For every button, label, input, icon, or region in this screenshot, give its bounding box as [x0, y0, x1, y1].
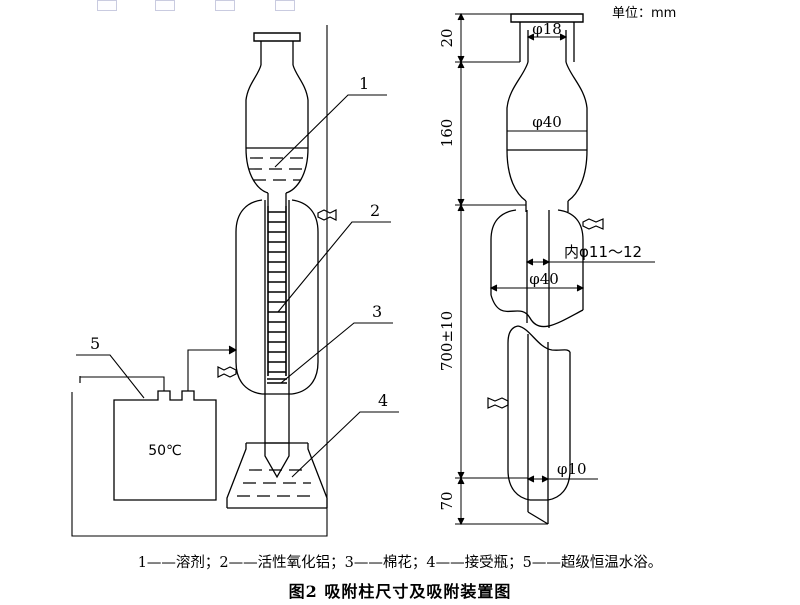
toolbar-icon-4[interactable] [275, 0, 295, 11]
dim-drawing-inner-tube-lower [527, 334, 549, 478]
dimension-inner-phi [525, 258, 655, 266]
dim-label-70: 70 [438, 491, 456, 510]
figure-title: 图2 吸附柱尺寸及吸附装置图 [288, 582, 512, 601]
bath-circulation-tubing [79, 345, 238, 391]
callout-leaders [76, 94, 399, 478]
bath-temperature-label-group: 50℃ [148, 443, 182, 459]
callout-leader-4 [291, 411, 399, 478]
dim-drawing-bulb [506, 61, 588, 202]
bench-outline [71, 25, 328, 537]
jacket-outlet-nipple [217, 366, 237, 378]
callout-number-3: 3 [372, 302, 382, 321]
dim-label-phi18: φ18 [532, 20, 562, 38]
callout-leader-1 [274, 94, 387, 168]
dim-label-phi10: φ10 [557, 460, 587, 478]
dim-drawing-inner-tube-upper [526, 210, 550, 328]
callout-leader-3 [280, 322, 393, 384]
reservoir-stem [267, 193, 287, 206]
callout-number-2: 2 [370, 201, 380, 220]
dim-drawing-stem [525, 201, 569, 212]
jacket-inlet-nipple [317, 209, 337, 221]
figure-legend: 1——溶剂；2——活性氧化铝；3——棉花；4——接受瓶；5——超级恒温水浴。 [137, 555, 663, 571]
water-jacket [235, 199, 319, 395]
receiving-flask-liquid-hatch [237, 469, 317, 497]
cotton-plug [267, 378, 287, 384]
dim-label-phi40-jacket: φ40 [529, 270, 559, 288]
dim-drawing-jacket-lower [507, 325, 571, 501]
callout-leader-5 [76, 354, 145, 399]
dim-label-700: 700±10 [438, 311, 456, 371]
thermostatic-water-bath [113, 390, 217, 501]
dim-drawing-jacket-upper [490, 209, 584, 328]
dim-label-20: 20 [438, 28, 456, 47]
dim-label-inner-phi: 内φ11～12 [564, 243, 642, 261]
dim-label-phi40-bulb: φ40 [532, 113, 562, 131]
dim-drawing-neck [519, 22, 575, 62]
callout-number-1: 1 [359, 74, 369, 93]
dim-drawing-outlet-tip [527, 478, 549, 525]
bath-temperature-label: 50℃ [148, 443, 182, 459]
toolbar-icon-strip [0, 0, 800, 14]
solvent-reservoir [245, 32, 309, 194]
dim-drawing-nipple-lower [487, 397, 509, 409]
unit-note: 单位：mm [612, 6, 677, 21]
callout-number-4: 4 [378, 391, 388, 410]
toolbar-icon-2[interactable] [155, 0, 175, 11]
adsorption-column-tube [264, 200, 290, 443]
dimension-phi40-jacket [489, 284, 585, 292]
dim-drawing-nipple-upper [582, 218, 604, 230]
dimension-phi10 [526, 475, 598, 483]
toolbar-icon-1[interactable] [97, 0, 117, 11]
dim-label-160: 160 [438, 119, 456, 148]
callout-leader-2 [277, 221, 391, 313]
receiving-flask [226, 442, 328, 509]
toolbar-icon-3[interactable] [215, 0, 235, 11]
solvent-liquid-hatch [249, 157, 306, 181]
activated-alumina-packing [267, 206, 287, 376]
dimension-lines-vertical [455, 12, 583, 526]
callout-number-5: 5 [90, 334, 100, 353]
dimension-phi18 [526, 33, 568, 41]
